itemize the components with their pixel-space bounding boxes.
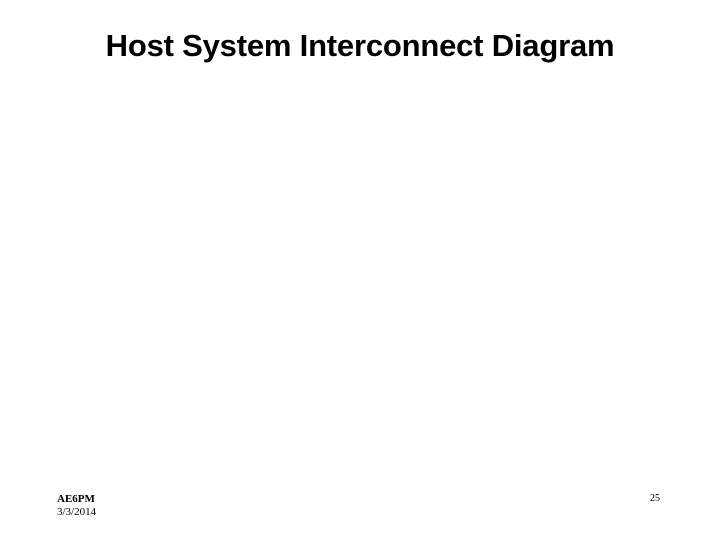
slide-content-placeholder	[54, 80, 666, 470]
footer-date: 3/3/2014	[57, 505, 97, 518]
footer-callsign: AE6PM	[57, 493, 95, 505]
slide-title: Host System Interconnect Diagram	[105, 28, 615, 63]
slide-number: 25	[650, 493, 660, 504]
footer-left: AE6PM 3/3/2014	[57, 493, 96, 518]
